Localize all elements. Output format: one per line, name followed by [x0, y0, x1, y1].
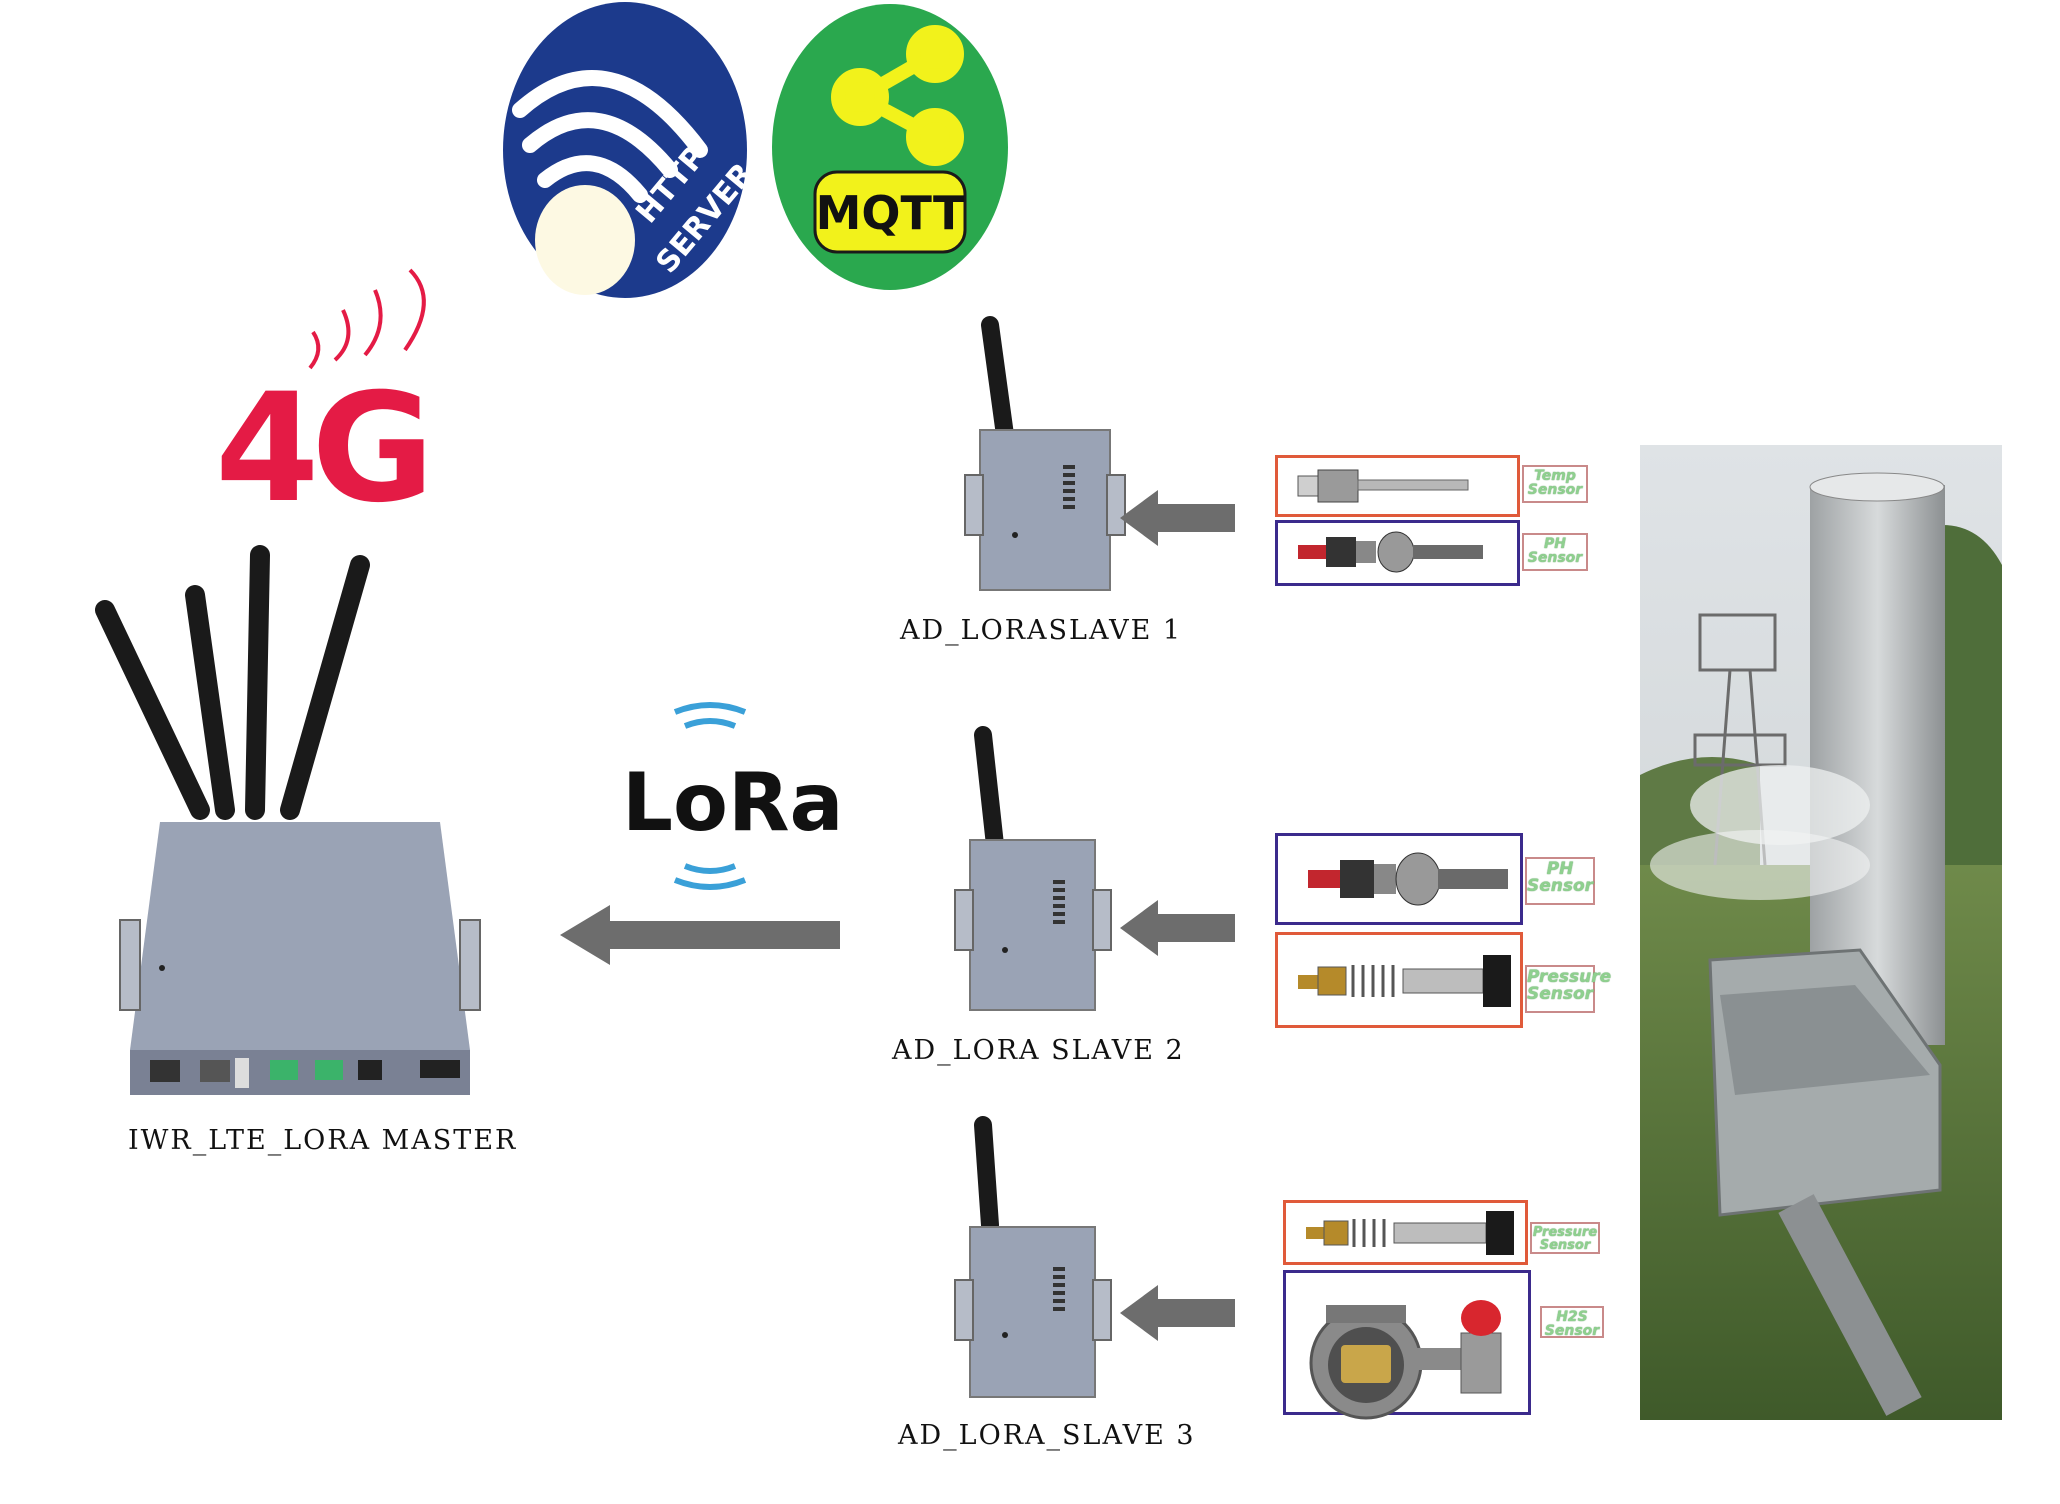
ph2-tag-line1: PH: [1546, 859, 1574, 879]
ph-sensor-image-1: [1275, 520, 1520, 586]
master-router-device: [90, 545, 490, 1100]
h2s-sensor-tag: H2S Sensor: [1540, 1306, 1604, 1338]
ph1-tag-line1: PH: [1544, 536, 1566, 552]
h2s-tag-line1: H2S: [1556, 1309, 1588, 1325]
h2s-sensor-image: [1283, 1270, 1531, 1420]
pressure1-tag-line2: Sensor: [1527, 984, 1594, 1004]
4g-logo: 4G: [215, 268, 475, 536]
antenna-icon: [95, 545, 370, 820]
pressure-sensor-tag-2: Pressure Sensor: [1530, 1222, 1600, 1254]
temp-sensor-tag: Temp Sensor: [1522, 465, 1588, 503]
slave2-caption: AD_LORA SLAVE 2: [892, 1035, 1185, 1066]
4g-logo-label: 4G: [215, 362, 427, 536]
mqtt-logo: MQTT: [770, 2, 1010, 292]
temp-tag-line2: Sensor: [1527, 482, 1583, 498]
h2s-tag-line2: Sensor: [1544, 1323, 1600, 1339]
arrow-to-master: [560, 905, 840, 965]
lora-logo-label: LoRa: [622, 756, 844, 849]
slave-device-2: [945, 725, 1115, 1015]
slave3-caption: AD_LORA_SLAVE 3: [898, 1420, 1196, 1451]
ph2-tag-line2: Sensor: [1527, 876, 1594, 896]
pressure-sensor-tag-1: Pressure Sensor: [1525, 965, 1612, 1013]
ph-sensor-tag-1: PH Sensor: [1522, 533, 1588, 571]
pressure2-tag-line1: Pressure: [1532, 1225, 1598, 1240]
pressure-sensor-image-2: [1283, 1200, 1528, 1265]
ph-sensor-image-2: [1275, 833, 1523, 925]
pressure1-tag-line1: Pressure: [1527, 967, 1612, 987]
lora-logo: LoRa: [620, 700, 844, 900]
slave1-caption: AD_LORASLAVE 1: [900, 615, 1183, 646]
pressure-sensor-image-1: [1275, 932, 1523, 1028]
antenna-icon: [981, 316, 1014, 444]
antenna-icon: [974, 1116, 999, 1234]
mqtt-logo-label: MQTT: [816, 186, 965, 240]
lora-wave-icon: [673, 702, 747, 890]
temp-sensor-image: [1275, 455, 1520, 517]
antenna-icon: [974, 726, 1004, 854]
ph1-tag-line2: Sensor: [1527, 550, 1583, 566]
arrow-to-slave-3: [1120, 1285, 1235, 1341]
share-icon: [831, 25, 964, 166]
ph-sensor-tag-2: PH Sensor: [1525, 857, 1595, 905]
temp-tag-line1: Temp: [1534, 468, 1576, 484]
master-caption: IWR_LTE_LORA MASTER: [128, 1125, 518, 1156]
arrow-to-slave-2: [1120, 900, 1235, 956]
pressure2-tag-line2: Sensor: [1539, 1238, 1591, 1253]
slave-device-1: [955, 315, 1126, 595]
http-server-logo: HTTP SERVER: [500, 0, 761, 300]
signal-waves-icon: [308, 268, 426, 370]
slave-device-3: [945, 1115, 1115, 1405]
arrow-to-slave-1: [1120, 490, 1235, 546]
field-site-photo: [1640, 445, 2002, 1420]
